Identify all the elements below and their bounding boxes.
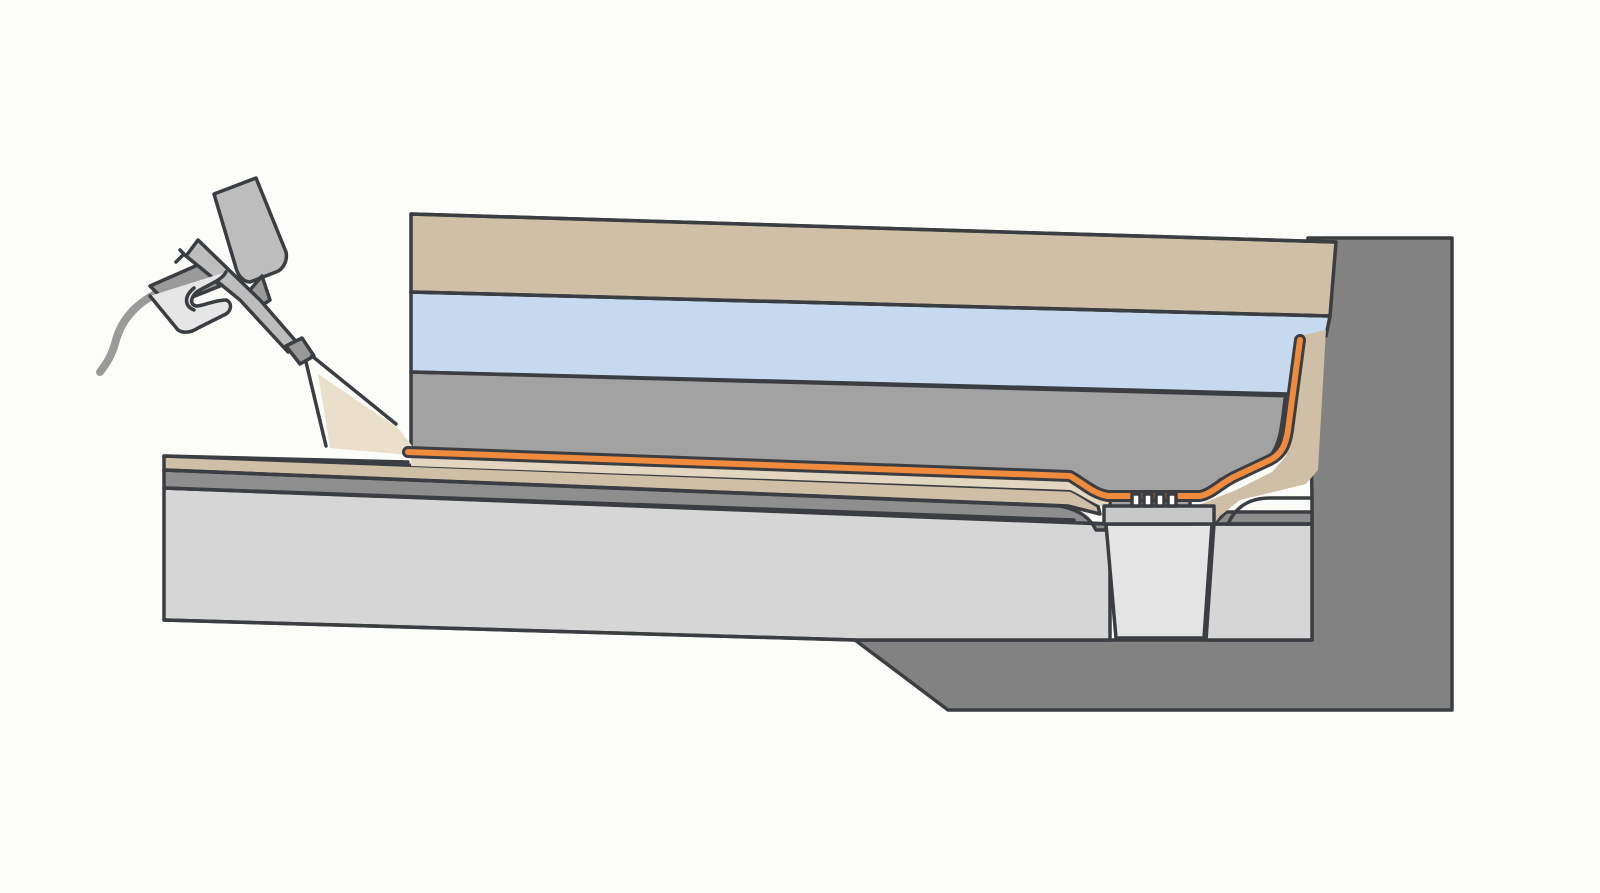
floor-top-layer [162,454,1102,516]
spray-gun-icon [96,176,398,448]
floor-drain-grate [1102,492,1216,526]
layer-outlines [162,212,1338,642]
wall-upstand-layer [1196,330,1326,524]
floor-fill [411,452,1110,508]
sprayed-membrane-core [405,337,1303,499]
structural-slab-right [1204,522,1314,642]
floor-drain-body [1104,522,1214,640]
spray-mist [318,374,420,456]
